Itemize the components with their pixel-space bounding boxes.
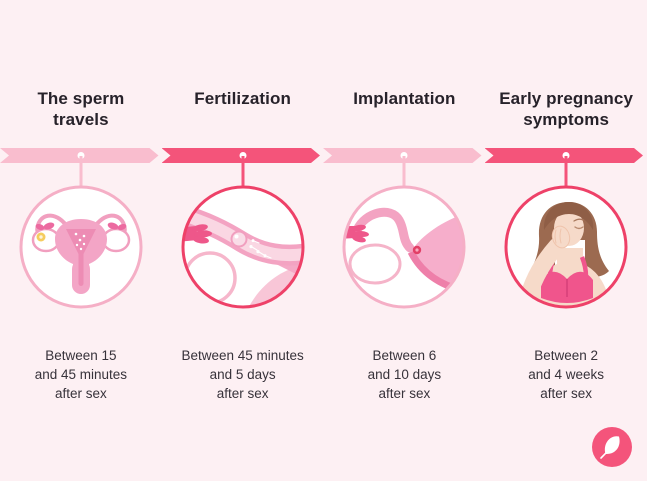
stage-title-early-pregnancy-symptoms: Early pregnancy symptoms xyxy=(499,89,634,129)
fimbriae-right xyxy=(107,222,127,231)
caption-fertilization: Between 45 minutes and 5 days after sex xyxy=(181,348,304,401)
timeline-dot-4 xyxy=(562,152,570,159)
flo-feather-logo-icon xyxy=(592,427,632,467)
timeline-stem-3 xyxy=(402,156,406,188)
timeline-dot-1 xyxy=(77,152,85,159)
stage-captions-row: Between 15 and 45 minutes after sex Betw… xyxy=(0,346,647,403)
fimbriae xyxy=(182,224,212,244)
caption-implantation: Between 6 and 10 days after sex xyxy=(367,348,442,401)
caption-sperm-travels: Between 15 and 45 minutes after sex xyxy=(34,348,128,401)
fertilization-illustration xyxy=(181,185,305,309)
stage-title-fertilization: Fertilization xyxy=(194,89,291,108)
stage-title-implantation: Implantation xyxy=(353,89,456,108)
timeline-stem-2 xyxy=(241,156,245,188)
caption-early-pregnancy-symptoms: Between 2 and 4 weeks after sex xyxy=(528,348,605,401)
timeline-bar xyxy=(0,148,647,163)
uterus-sperm-travel-illustration xyxy=(19,185,143,309)
timeline-dot-3 xyxy=(400,152,408,159)
fimbriae-left xyxy=(35,222,55,231)
stage-title-sperm-travels: The sperm travels xyxy=(37,89,125,129)
stage-titles-row: The sperm travels Fertilization Implanta… xyxy=(0,88,647,130)
timeline-stem-1 xyxy=(79,156,83,188)
timeline-stem-4 xyxy=(564,156,568,188)
timeline-dot-2 xyxy=(239,152,247,159)
woman-nausea-illustration xyxy=(504,185,628,309)
implantation-illustration xyxy=(342,185,466,309)
